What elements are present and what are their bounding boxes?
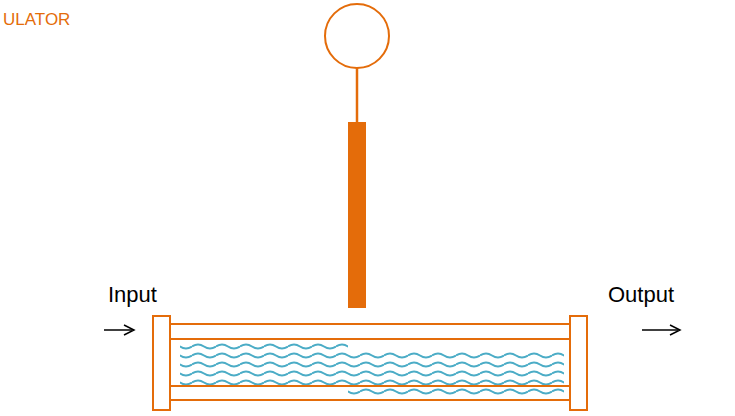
arrow-head xyxy=(124,325,134,335)
input-label: Input xyxy=(108,282,157,308)
output-label: Output xyxy=(608,282,674,308)
arrow-head xyxy=(670,325,680,335)
wave-lines xyxy=(348,352,564,397)
plunger-rod xyxy=(348,122,366,308)
rod-stem xyxy=(356,68,359,124)
diagram-title: ULATOR xyxy=(3,10,70,30)
flange xyxy=(153,316,170,410)
tube-body xyxy=(170,324,570,400)
knob xyxy=(325,4,389,68)
wave-lines xyxy=(180,343,348,388)
flange xyxy=(570,316,587,410)
tube-wall xyxy=(170,338,570,340)
tube-wall xyxy=(170,385,570,387)
input-arrow xyxy=(104,329,132,331)
output-arrow xyxy=(642,329,678,331)
